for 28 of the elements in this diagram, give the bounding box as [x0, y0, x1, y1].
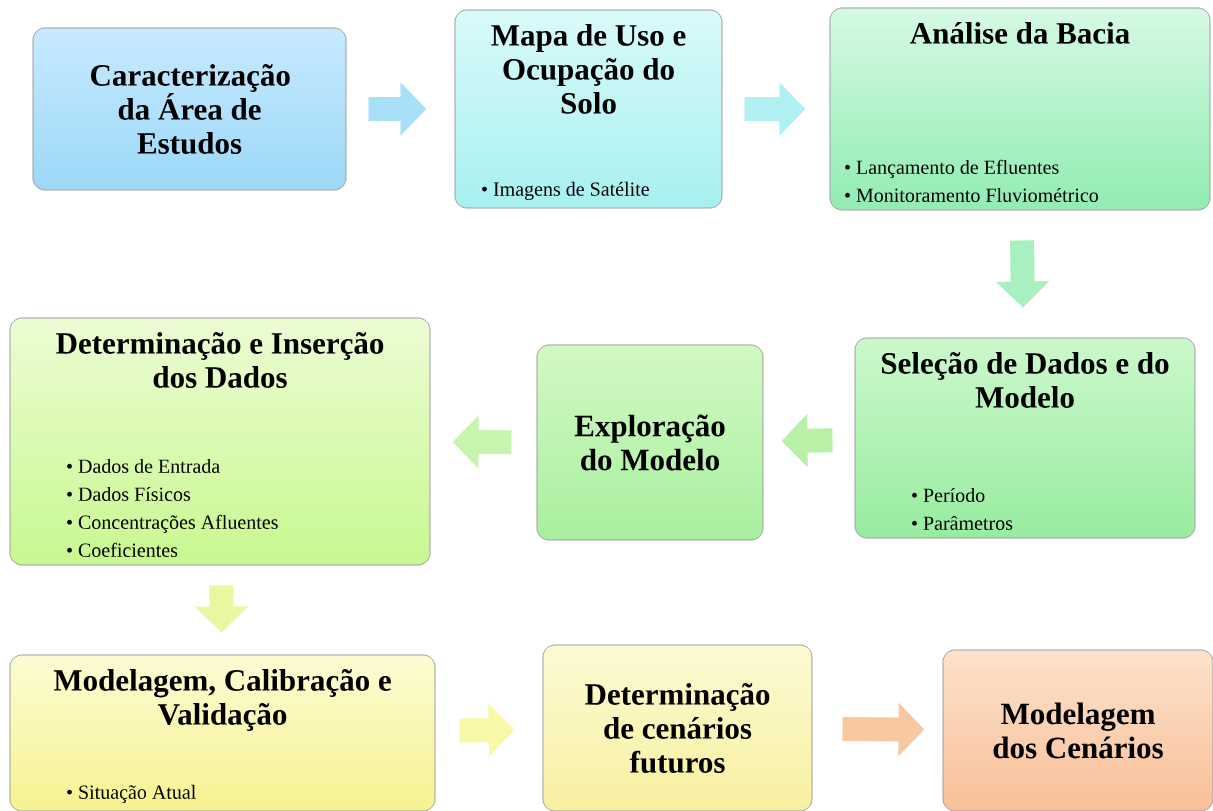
process-box	[536, 344, 764, 541]
box-title: Modelagem, Calibração e Validação	[53, 669, 391, 731]
bullet-item: • Período	[912, 487, 985, 502]
box-title: Caracterização da Área de Estudos	[91, 64, 290, 154]
box-title: Determinação de cenários futuros	[585, 683, 770, 773]
box-title: Determinação e Inserção dos Dados	[56, 332, 384, 388]
bullet-item: • Dados Físicos	[67, 486, 191, 501]
process-box	[829, 7, 1211, 211]
process-box	[9, 317, 431, 566]
box-title: Mapa de Uso e Ocupação do Solo	[491, 24, 686, 114]
bullet-item: • Monitoramento Fluviométrico	[845, 187, 1098, 202]
bullet-item: • Concentrações Afluentes	[67, 514, 278, 534]
process-box	[854, 337, 1196, 539]
process-box	[942, 649, 1213, 811]
box-title: Análise da Bacia	[910, 22, 1130, 44]
bullet-item: • Imagens de Satélite	[482, 181, 649, 200]
process-box	[542, 644, 813, 811]
bullet-item: • Parâmetros	[912, 515, 1013, 530]
box-title: Modelagem dos Cenários	[993, 702, 1163, 759]
bullet-item: • Dados de Entrada	[67, 458, 220, 473]
process-box	[32, 27, 347, 191]
box-title: Exploração do Modelo	[574, 414, 725, 471]
box-title: Seleção de Dados e do Modelo	[882, 352, 1169, 408]
process-box	[9, 654, 436, 811]
bullet-item: • Lançamento de Efluentes	[845, 159, 1059, 179]
bullet-item: • Coeficientes	[67, 542, 178, 557]
process-box	[454, 9, 723, 209]
bullet-item: • Situação Atual	[67, 784, 196, 803]
